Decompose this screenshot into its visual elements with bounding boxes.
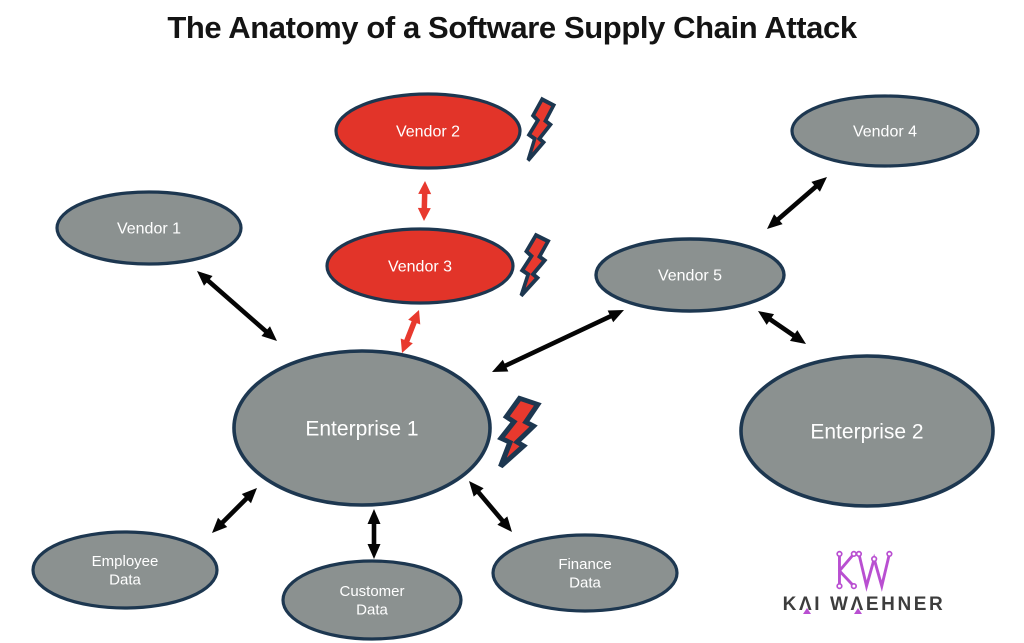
- page-title: The Anatomy of a Software Supply Chain A…: [167, 10, 857, 45]
- node-label-vendor-4: Vendor 4: [853, 124, 917, 141]
- node-label-vendor-2: Vendor 2: [396, 124, 460, 141]
- node-enterprise-2: Enterprise 2: [739, 354, 995, 508]
- logo-letter: I: [814, 594, 823, 615]
- edge-vendor-5-vendor-4-arrow: [767, 177, 827, 229]
- edge-enterprise-1-finance-data-arrow: [469, 481, 512, 532]
- node-label-employee-data: Employee: [92, 553, 159, 570]
- logo-letter: W: [830, 594, 851, 615]
- node-label-customer-data: Data: [356, 602, 388, 619]
- node-vendor-3: Vendor 3: [325, 227, 515, 305]
- logo-letter: N: [897, 594, 914, 615]
- edge-vendor-5-enterprise-2-arrow: [758, 311, 806, 344]
- node-label-vendor-1: Vendor 1: [117, 221, 181, 238]
- edge-enterprise-1-employee-data-arrow: [212, 488, 257, 533]
- logo-letter: [822, 594, 830, 615]
- logo-letter: E: [913, 594, 930, 615]
- node-vendor-1: Vendor 1: [55, 190, 243, 266]
- lightning-bolt-icon-vendor-3: [519, 232, 551, 298]
- edge-enterprise-1-customer-data-arrow: [367, 509, 381, 559]
- logo-letter: E: [865, 594, 882, 615]
- node-label-vendor-5: Vendor 5: [658, 268, 722, 285]
- kai-waehner-logo: KΛI WΛEHNER: [766, 547, 962, 616]
- node-enterprise-1: Enterprise 1: [232, 349, 492, 507]
- node-label-finance-data: Data: [569, 575, 601, 592]
- node-vendor-5: Vendor 5: [594, 237, 786, 313]
- node-vendor-2: Vendor 2: [334, 92, 522, 170]
- lightning-bolt-icon-vendor-2: [526, 96, 557, 162]
- edge-vendor-1-enterprise-1-arrow: [197, 271, 277, 341]
- logo-letter: K: [782, 594, 799, 615]
- edge-vendor-3-enterprise-1-attack-arrow: [400, 310, 421, 353]
- node-label-enterprise-1: Enterprise 1: [305, 417, 418, 440]
- logo-letter: Λ: [850, 594, 866, 615]
- node-label-customer-data: Customer: [339, 583, 404, 600]
- logo-letter: Λ: [798, 594, 815, 615]
- node-label-employee-data: Data: [109, 572, 141, 589]
- edge-enterprise-1-vendor-5-arrow: [492, 310, 624, 372]
- node-label-vendor-3: Vendor 3: [388, 259, 452, 276]
- lightning-bolt-icon-enterprise-1: [497, 395, 542, 469]
- edge-vendor-2-vendor-3-attack-arrow: [417, 181, 432, 221]
- logo-letter: R: [929, 594, 946, 615]
- node-label-enterprise-2: Enterprise 2: [810, 420, 923, 443]
- node-label-finance-data: Finance: [558, 556, 611, 573]
- logo-letter: H: [881, 594, 898, 615]
- node-vendor-4: Vendor 4: [790, 94, 980, 168]
- kw-monogram-icon: [836, 550, 893, 592]
- logo-text: KΛI WΛEHNER: [766, 594, 962, 616]
